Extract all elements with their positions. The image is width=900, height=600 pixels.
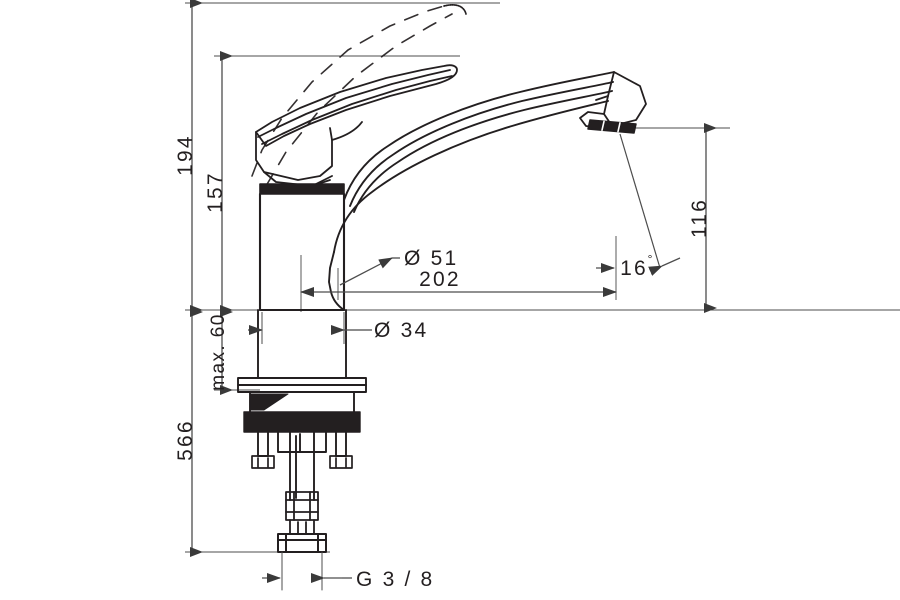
dimension-thread-label: G 3 / 8 (356, 568, 434, 591)
faucet-body-group (237, 4, 647, 591)
dimension-max-60: max. 60 (208, 307, 233, 395)
dimension-dia-51: Ø 51 (339, 247, 458, 286)
dimension-angle-16: 16 ° (596, 133, 681, 280)
angle-leg-line (619, 133, 661, 269)
thread-extension-lines (281, 551, 323, 591)
handle-collar (259, 183, 345, 195)
dimension-dia-34-label: Ø 34 (374, 319, 428, 342)
lever-raised-ghost-tip (443, 4, 467, 15)
dimension-157-label: 157 (204, 171, 227, 213)
dimension-194-label: 194 (174, 134, 197, 176)
dimension-angle-16-label: 16 (620, 257, 648, 280)
dimension-116: 116 (688, 123, 717, 313)
fixing-screws (251, 455, 353, 469)
lower-body (249, 391, 355, 413)
degree-symbol: ° (648, 252, 653, 266)
dimension-566: 566 (174, 307, 203, 557)
stem-coupling (285, 491, 319, 535)
dimension-dia-51-label: Ø 51 (404, 247, 458, 270)
supply-stem (289, 431, 315, 501)
dimension-566-label: 566 (174, 419, 197, 461)
under-deck-shank (257, 309, 347, 379)
dimension-116-label: 116 (688, 198, 711, 238)
aerator-face-slots (601, 120, 621, 133)
dimension-thread: G 3 / 8 (262, 568, 434, 591)
lever-handle (255, 64, 458, 147)
dimension-157: 157 (204, 51, 233, 315)
dimension-dia-34: Ø 34 (248, 312, 428, 344)
dimension-202-label: 202 (419, 268, 461, 291)
dimension-202: 202 (300, 268, 617, 297)
mounting-plate (243, 411, 361, 433)
deck-flange (237, 377, 367, 393)
thread-connector (277, 533, 327, 553)
dimension-max-60-label: max. 60 (208, 313, 229, 390)
dimension-194: 194 (174, 0, 203, 315)
